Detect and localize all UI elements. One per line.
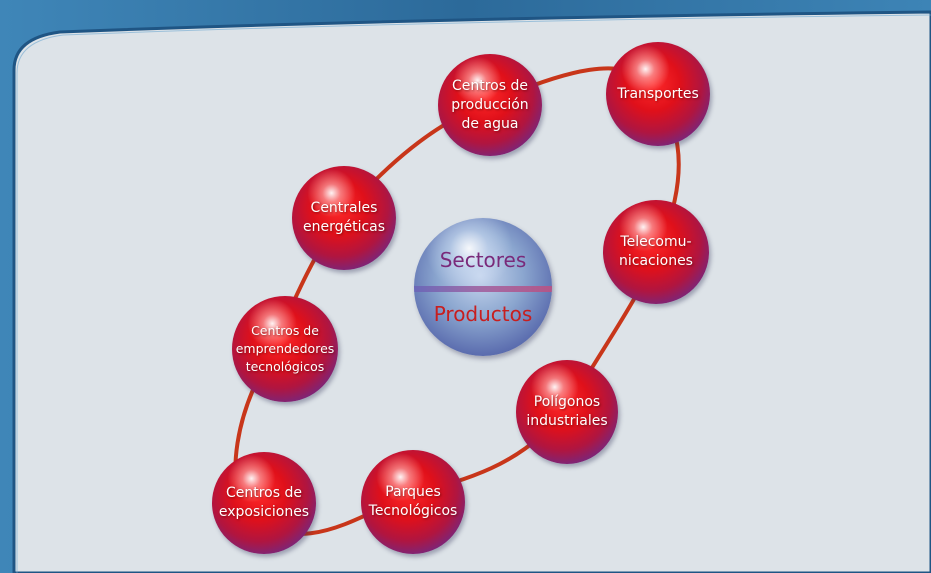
node-parques-tecnologicos: Parques Tecnológicos	[361, 450, 465, 554]
node-label: Telecomu- nicaciones	[619, 234, 693, 269]
node-centros-emprendedores: Centros de emprendedores tecnológicos	[232, 296, 338, 402]
node-telecomunicaciones: Telecomu- nicaciones	[603, 200, 709, 304]
node-label: Parques Tecnológicos	[368, 484, 458, 519]
node-label: Centrales energéticas	[302, 200, 386, 235]
node-transportes: Transportes	[606, 42, 710, 146]
node-label: Centros de emprendedores tecnológicos	[235, 323, 335, 374]
node-centros-exposiciones: Centros de exposiciones	[212, 452, 316, 554]
center-bottom-label: Productos	[433, 302, 533, 326]
node-label: Transportes	[617, 85, 699, 102]
node-centros-produccion-agua: Centros de producción de agua	[438, 54, 542, 156]
center-sphere: Sectores Productos	[414, 218, 552, 356]
center-divider	[414, 286, 552, 292]
node-centrales-energeticas: Centrales energéticas	[292, 166, 396, 270]
node-label: Polígonos industriales	[526, 394, 608, 429]
node-label: Centros de exposiciones	[218, 485, 310, 520]
center-top-label: Sectores	[439, 248, 527, 272]
node-poligonos-industriales: Polígonos industriales	[516, 360, 618, 464]
node-label: Centros de producción de agua	[451, 77, 529, 132]
